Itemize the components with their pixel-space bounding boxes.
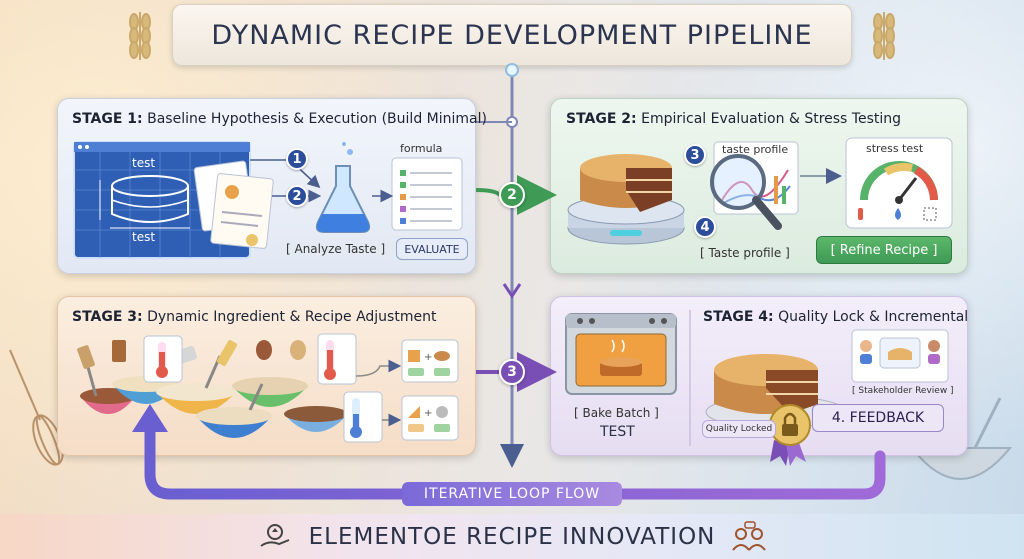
page-title: DYNAMIC RECIPE DEVELOPMENT PIPELINE xyxy=(211,19,813,51)
analyze-taste-label: [ Analyze Taste ] xyxy=(286,242,386,256)
recipe-cards-icon xyxy=(193,160,274,249)
test-label: TEST xyxy=(600,424,635,440)
flow-step-3-badge: 3 xyxy=(499,359,525,385)
mixing-bowls-icon xyxy=(80,355,348,438)
stage3-heading-bold: STAGE 3: xyxy=(72,309,143,325)
wheat-icon-left xyxy=(129,12,151,60)
stage2-heading: STAGE 2: Empirical Evaluation & Stress T… xyxy=(566,111,901,127)
stakeholder-review-label: [ Stakeholder Review ] xyxy=(852,386,954,396)
lock-badge-icon xyxy=(769,404,811,466)
taste-profile-label: [ Taste profile ] xyxy=(700,246,790,260)
hand-leaf-icon xyxy=(260,523,289,547)
step-badge-3: 3 xyxy=(684,144,706,166)
svg-text:+: + xyxy=(424,352,432,363)
down-arrow-icon xyxy=(502,283,522,299)
loop-arrowhead xyxy=(132,404,168,432)
taste-profile-chart-label: taste profile xyxy=(722,143,789,156)
stage4-heading-text: Quality Lock & Incremental xyxy=(773,309,969,325)
svg-text:+: + xyxy=(424,408,432,419)
stakeholder-screen-icon xyxy=(851,329,949,383)
ingredient-combo-card-1: + xyxy=(401,339,459,383)
step-badge-1: 1 xyxy=(286,148,308,170)
taste-profile-chart-icon xyxy=(713,141,799,215)
feedback-button[interactable]: 4. FEEDBACK xyxy=(812,404,944,432)
step-badge-2: 2 xyxy=(286,185,308,207)
thermometer-icon-3 xyxy=(343,391,383,443)
stage3-heading: STAGE 3: Dynamic Ingredient & Recipe Adj… xyxy=(72,309,436,325)
stress-test-label: stress test xyxy=(866,142,924,155)
evaluate-button[interactable]: EVALUATE xyxy=(396,238,468,260)
flow-step-2-badge: 2 xyxy=(499,182,525,208)
step-badge-4: 4 xyxy=(694,216,716,238)
blueprint-bottom-label: test xyxy=(132,230,156,244)
refine-recipe-button[interactable]: [ Refine Recipe ] xyxy=(816,236,952,264)
stress-gauge-icon xyxy=(845,137,953,229)
flask-icon xyxy=(315,142,371,233)
whisk-icon xyxy=(9,349,64,466)
bake-batch-label: [ Bake Batch ] xyxy=(574,406,659,420)
ingredient-combo-card-2: + xyxy=(401,395,459,441)
stage4-heading: STAGE 4: Quality Lock & Incremental xyxy=(703,309,968,325)
title-banner: DYNAMIC RECIPE DEVELOPMENT PIPELINE xyxy=(172,4,852,66)
spice-jars-icon xyxy=(77,339,306,369)
thermometer-icon-1 xyxy=(143,335,183,383)
footer-title: ELEMENTOE RECIPE INNOVATION xyxy=(308,523,716,550)
team-chat-icon xyxy=(732,520,767,551)
stage1-heading: STAGE 1: Baseline Hypothesis & Execution… xyxy=(72,111,487,127)
stage4-heading-bold: STAGE 4: xyxy=(703,309,774,325)
magnifier-icon xyxy=(710,154,782,230)
stage3-heading-text: Dynamic Ingredient & Recipe Adjustment xyxy=(142,309,437,325)
flow-node-top xyxy=(505,63,519,77)
formula-card-icon xyxy=(391,157,463,231)
footer-banner: ELEMENTOE RECIPE INNOVATION xyxy=(0,514,1024,559)
thermometer-icon-2 xyxy=(317,333,357,385)
blueprint-top-label: test xyxy=(132,156,156,170)
stage2-heading-bold: STAGE 2: xyxy=(566,111,637,127)
stage1-heading-text: Baseline Hypothesis & Execution (Build M… xyxy=(142,111,487,127)
cake-on-scale-icon xyxy=(567,154,685,245)
stage2-heading-text: Empirical Evaluation & Stress Testing xyxy=(636,111,902,127)
wheat-icon-right xyxy=(873,12,895,60)
iterative-loop-label: ITERATIVE LOOP FLOW xyxy=(402,482,622,506)
stage1-heading-bold: STAGE 1: xyxy=(72,111,143,127)
quality-locked-badge: Quality Locked xyxy=(702,420,776,438)
formula-label: formula xyxy=(400,142,443,155)
oven-icon xyxy=(565,313,677,395)
